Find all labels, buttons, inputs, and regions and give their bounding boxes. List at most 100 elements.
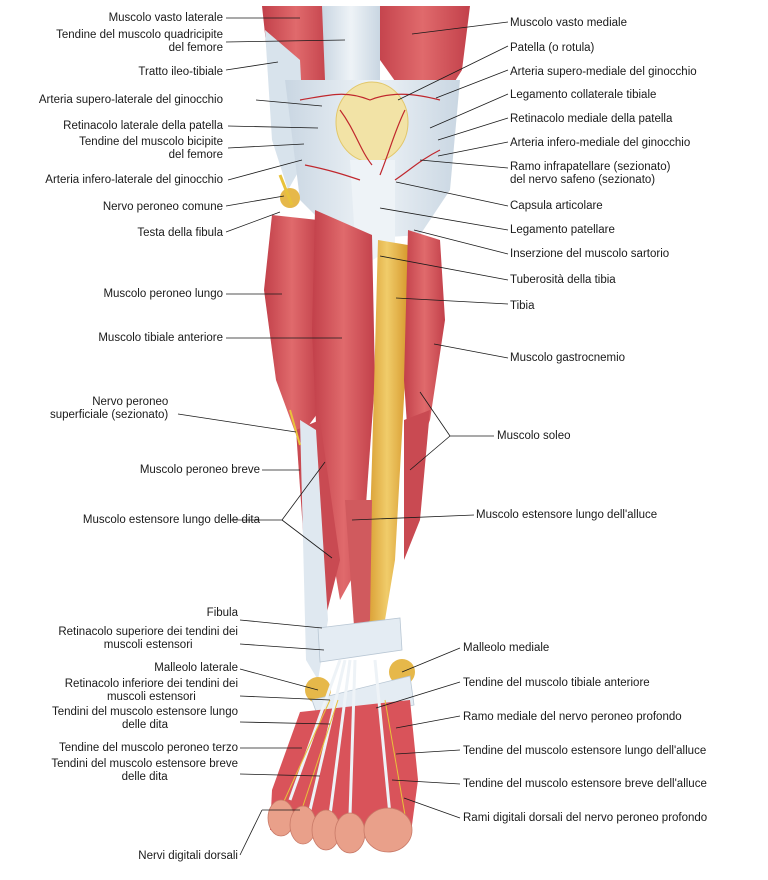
extensor-tendons: [288, 659, 392, 816]
label-peroneus-longus: Muscolo peroneo lungo: [103, 288, 223, 300]
tibia-bone: [366, 240, 408, 650]
leader-line: [281, 519, 333, 559]
label-patellar-ligament: Legamento patellare: [510, 224, 615, 236]
label-gastrocnemius: Muscolo gastrocnemio: [510, 352, 626, 364]
leader-line: [395, 715, 461, 729]
leader-line: [411, 21, 509, 35]
label-deep-peroneal-medial-branch: Ramo mediale del nervo peroneo profondo: [463, 711, 682, 723]
leader-line: [419, 159, 509, 169]
label-extensor-digitorum-brevis-tendons: Tendini del muscolo estensore breve dell…: [51, 758, 238, 783]
label-patella: Patella (o rotula): [510, 42, 595, 54]
leader-line: [225, 39, 346, 43]
leader-line: [375, 681, 461, 709]
leader-line: [239, 643, 325, 651]
leader-line: [403, 797, 461, 819]
label-vastus-medialis: Muscolo vasto mediale: [510, 17, 627, 29]
label-tibia: Tibia: [510, 300, 535, 312]
gastrocnemius-muscle: [404, 230, 445, 470]
leader-line: [281, 461, 326, 521]
leader-line: [433, 343, 509, 359]
superficial-peroneal-nerve: [289, 409, 301, 446]
leader-line: [413, 229, 509, 255]
label-infrapatellar-saphenous-branch: Ramo infrapatellare (sezionato) del nerv…: [510, 161, 671, 186]
leader-line: [437, 141, 509, 157]
label-peroneus-brevis: Muscolo peroneo breve: [139, 464, 260, 476]
label-superomedial-genicular-artery: Arteria supero-mediale del ginocchio: [510, 66, 697, 78]
label-extensor-hallucis-brevis-tendon: Tendine del muscolo estensore breve dell…: [463, 778, 707, 790]
label-dorsal-digital-nerves: Nervi digitali dorsali: [138, 850, 238, 862]
leader-line: [239, 619, 323, 629]
label-biceps-femoris-tendon: Tendine del muscolo bicipite del femore: [79, 136, 223, 161]
soleus-muscle: [404, 410, 430, 560]
label-extensor-hallucis-longus: Muscolo estensore lungo dell'alluce: [476, 509, 658, 521]
label-inferior-extensor-retinaculum: Retinacolo inferiore dei tendini dei mus…: [64, 678, 238, 703]
label-superolateral-genicular-artery: Arteria supero-laterale del ginocchio: [38, 94, 223, 106]
leader-line: [395, 297, 509, 305]
leader-line: [227, 143, 305, 149]
label-sartorius-insertion: Inserzione del muscolo sartorio: [510, 248, 670, 260]
label-tibialis-anterior: Muscolo tibiale anteriore: [98, 332, 223, 344]
label-vastus-lateralis: Muscolo vasto laterale: [108, 12, 223, 24]
leader-line: [435, 69, 509, 99]
leader-line: [379, 255, 509, 281]
leader-line: [227, 125, 319, 129]
label-tibialis-anterior-tendon: Tendine del muscolo tibiale anteriore: [463, 677, 650, 689]
label-fibula-head: Testa della fibula: [137, 227, 223, 239]
leader-line: [239, 695, 331, 701]
leader-line: [239, 721, 331, 725]
knee-region: [265, 30, 460, 262]
leader-line: [351, 514, 475, 521]
label-inferolateral-genicular-artery: Arteria infero-laterale del ginocchio: [45, 174, 223, 186]
leader-line: [401, 647, 461, 673]
label-iliotibial-tract: Tratto ileo-tibiale: [138, 66, 223, 78]
extensor-hallucis-longus-muscle: [345, 500, 372, 640]
label-lateral-patellar-retinaculum: Retinacolo laterale della patella: [63, 120, 223, 132]
label-dorsal-digital-branches: Rami digitali dorsali del nervo peroneo …: [463, 812, 708, 824]
label-joint-capsule: Capsula articolare: [510, 200, 603, 212]
fibula-bone: [300, 420, 328, 680]
leader-line: [395, 181, 509, 207]
label-lateral-malleolus: Malleolo laterale: [154, 662, 238, 674]
label-extensor-hallucis-longus-tendon: Tendine del muscolo estensore lungo dell…: [463, 745, 707, 757]
leader-lines: [177, 17, 509, 856]
label-tibial-tuberosity: Tuberosità della tibia: [510, 274, 616, 286]
label-superficial-peroneal-nerve: Nervo peroneo superficiale (sezionato): [50, 396, 168, 422]
label-fibula: Fibula: [206, 607, 238, 619]
leader-line: [419, 391, 451, 437]
label-extensor-digitorum-longus-tendons: Tendini del muscolo estensore lungo dell…: [51, 706, 238, 731]
leader-line: [177, 413, 297, 433]
leader-line: [391, 779, 461, 785]
leader-line: [225, 61, 279, 71]
leader-line: [437, 117, 509, 141]
label-superficial-peroneal-nerve-text: Nervo peroneo superficiale (sezionato): [50, 396, 169, 421]
leader-line: [239, 809, 263, 856]
lower-leg: [264, 210, 445, 680]
toes: [267, 799, 413, 854]
leader-line: [239, 773, 321, 777]
leader-line: [227, 159, 303, 181]
label-soleus: Muscolo soleo: [497, 430, 571, 442]
peroneus-longus-muscle: [264, 215, 320, 440]
leader-line: [395, 749, 461, 755]
label-inferomedial-genicular-artery: Arteria infero-mediale del ginocchio: [510, 137, 691, 149]
leader-line: [225, 195, 285, 207]
leader-line: [239, 668, 319, 691]
label-quadriceps-tendon: Tendine del muscolo quadricipite del fem…: [56, 29, 223, 54]
label-extensor-digitorum-longus: Muscolo estensore lungo delle dita: [82, 514, 260, 526]
ankle-and-foot: [267, 617, 418, 854]
dorsal-digital-nerves: [279, 699, 406, 816]
common-peroneal-nerve: [278, 174, 294, 206]
genicular-arteries: [299, 93, 441, 181]
leader-line: [379, 207, 509, 231]
quadriceps-tendon: [322, 6, 380, 95]
leader-line: [225, 211, 281, 233]
leader-line: [255, 99, 323, 107]
label-tibial-collateral-ligament: Legamento collaterale tibiale: [510, 89, 657, 101]
label-common-peroneal-nerve: Nervo peroneo comune: [102, 201, 223, 213]
label-medial-patellar-retinaculum: Retinacolo mediale della patella: [510, 113, 673, 125]
superior-extensor-retinaculum: [317, 617, 403, 663]
leader-line: [397, 45, 509, 101]
label-medial-malleolus: Malleolo mediale: [463, 642, 550, 654]
leader-line: [429, 93, 509, 129]
